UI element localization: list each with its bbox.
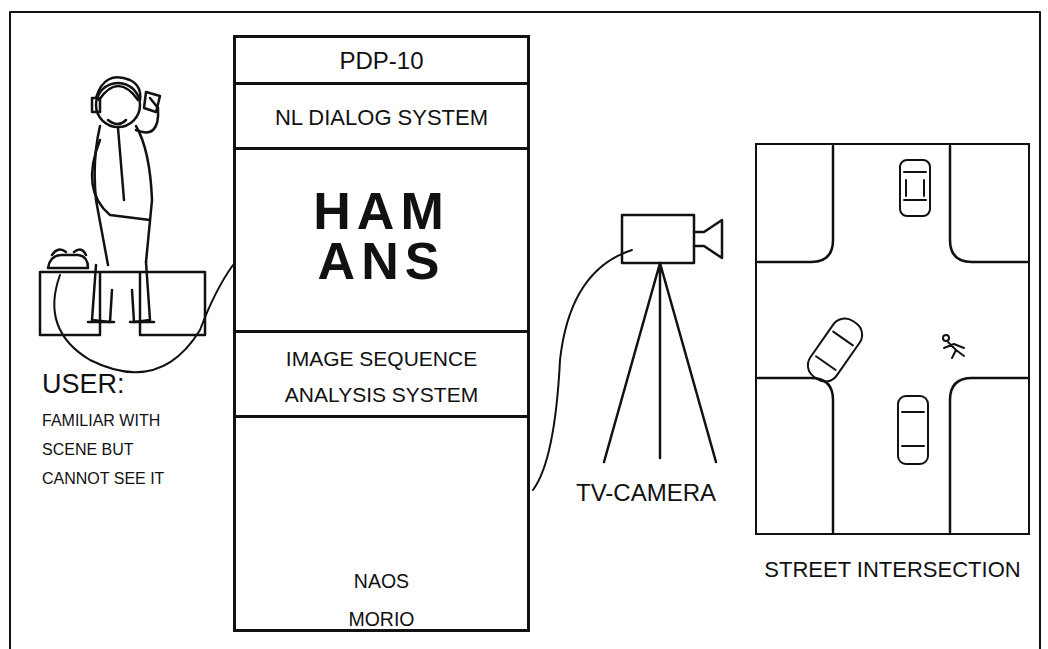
caption-label: STREET INTERSECTION bbox=[764, 557, 1020, 583]
band-label: PDP-10 bbox=[339, 46, 423, 75]
band-label: IMAGE SEQUENCE ANALYSIS SYSTEM bbox=[262, 341, 502, 413]
module-band: NAOS MORIO bbox=[233, 415, 530, 632]
outer-frame bbox=[10, 12, 1040, 649]
camera-wire bbox=[533, 250, 632, 490]
vehicles bbox=[802, 160, 964, 464]
computer-band: PDP-10 bbox=[233, 35, 530, 85]
system-band: HAM ANS bbox=[233, 147, 530, 333]
street-roads bbox=[758, 146, 1027, 532]
user-wire bbox=[54, 265, 233, 372]
band-label: NAOS MORIO bbox=[348, 562, 414, 638]
note-text: FAMILIAR WITH SCENE BUT CANNOT SEE IT bbox=[42, 406, 192, 493]
user-figure bbox=[40, 77, 205, 335]
subsystem-band: NL DIALOG SYSTEM bbox=[233, 82, 530, 150]
scene-box: STREET INTERSECTION bbox=[755, 143, 1030, 535]
camera-symbol bbox=[604, 215, 722, 462]
camera-label: TV-CAMERA bbox=[576, 478, 716, 507]
subsystem-band: IMAGE SEQUENCE ANALYSIS SYSTEM bbox=[233, 330, 530, 418]
band-label: NL DIALOG SYSTEM bbox=[275, 105, 488, 131]
band-label: HAM ANS bbox=[313, 186, 449, 286]
user-label: USER: bbox=[42, 368, 125, 400]
